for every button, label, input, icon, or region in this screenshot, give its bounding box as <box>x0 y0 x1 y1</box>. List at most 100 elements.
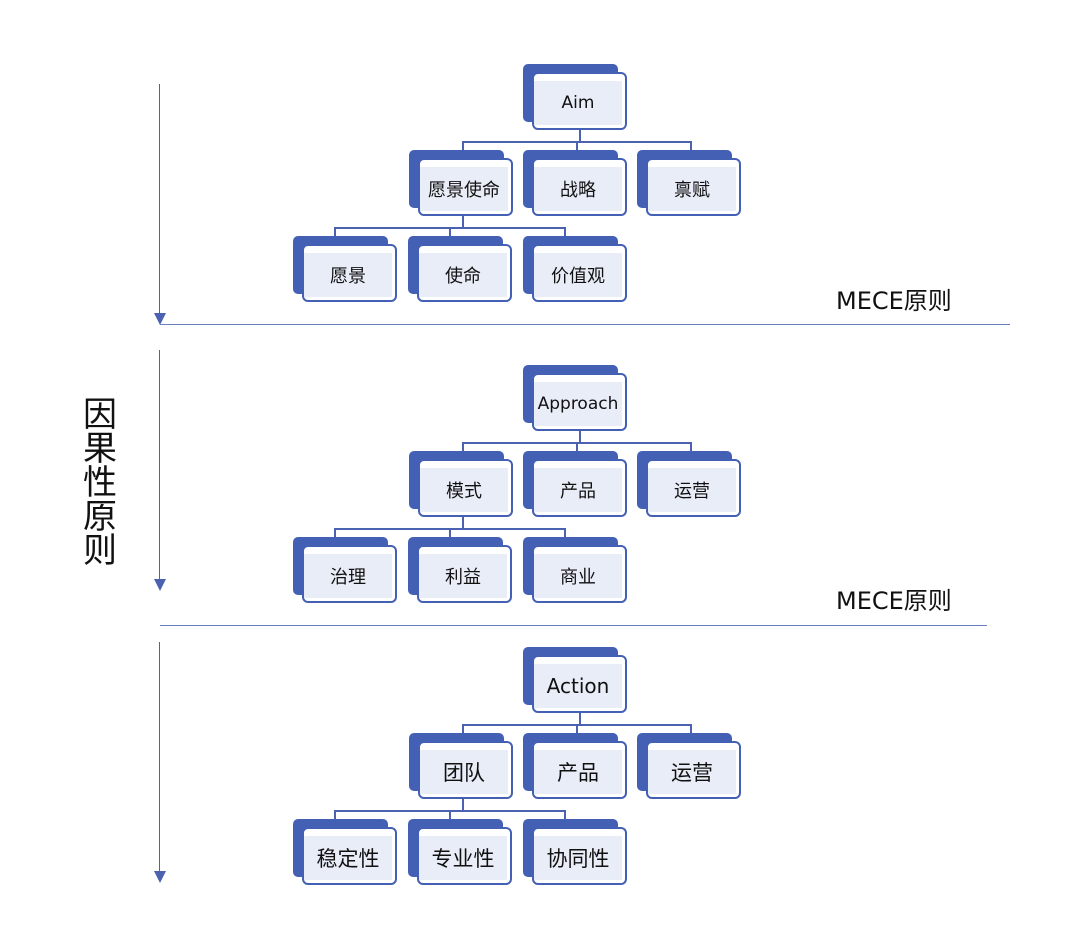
section-3-level3-node-3-fill <box>534 836 622 880</box>
section-3-level3-node-3-box: 协同性 <box>532 827 627 885</box>
section-2-level2-node-1-label: 模式 <box>446 481 482 502</box>
section-1-level2-node-1-fill <box>420 167 508 211</box>
section-1-level3-node-1: 愿景 <box>293 236 398 304</box>
section-2-level2-node-1-fill <box>420 468 508 512</box>
section-2-level2-drop-1 <box>461 442 464 451</box>
section-2-level3-drop-1 <box>333 528 336 537</box>
section-3-level3-node-1-fill <box>304 836 392 880</box>
section-2-level2-node-2-fill <box>534 468 622 512</box>
section-2-level3-node-1-label: 治理 <box>330 567 366 588</box>
separator-2 <box>160 625 987 626</box>
section-2-root-node: Approach <box>523 365 628 433</box>
side-title: 因 果 性 原 则 <box>78 398 122 568</box>
section-2-level3-drop-3 <box>563 528 566 537</box>
section-3-level3-node-2-box: 专业性 <box>417 827 512 885</box>
section-2-level2-drop-2 <box>575 442 578 451</box>
section-2-level3-node-3: 商业 <box>523 537 628 605</box>
section-1-level2-stem <box>461 216 464 228</box>
section-2-root-node-box: Approach <box>532 373 627 431</box>
section-3-level3-node-2: 专业性 <box>408 819 513 887</box>
section-1-level2-drop-3 <box>689 141 692 150</box>
section-1-level3-drop-2 <box>448 227 451 236</box>
section-2-level2-node-3-label: 运营 <box>674 481 710 502</box>
section-2-level3-node-1-fill <box>304 554 392 598</box>
section-1-level2-node-3-fill <box>648 167 736 211</box>
section-2-arrow-head <box>154 579 166 591</box>
section-3-level2-node-2: 产品 <box>523 733 628 801</box>
section-1-level2-node-1-label: 愿景使命 <box>428 180 500 201</box>
section-2-level3-node-2-box: 利益 <box>417 545 512 603</box>
section-3-level2-node-3-fill <box>648 750 736 794</box>
side-title-char: 原 <box>83 497 117 537</box>
section-2-level3-node-3-label: 商业 <box>560 567 596 588</box>
section-3-arrow-line <box>159 642 160 874</box>
section-1-level2-node-2-label: 战略 <box>560 180 596 201</box>
side-title-char: 性 <box>83 463 117 503</box>
mece-label-2: MECE原则 <box>836 587 952 615</box>
section-1-level3-node-2-fill <box>419 253 507 297</box>
section-2-level3-drop-2 <box>448 528 451 537</box>
section-3-level2-node-3-label: 运营 <box>671 761 713 785</box>
section-1-level2-node-3: 禀赋 <box>637 150 742 218</box>
section-3-level2-node-2-box: 产品 <box>532 741 627 799</box>
side-title-char: 因 <box>83 395 117 435</box>
section-2-level2-stem <box>461 517 464 529</box>
section-1-level2-drop-1 <box>461 141 464 150</box>
section-2-level2-node-2-label: 产品 <box>560 481 596 502</box>
section-2-level3-node-3-box: 商业 <box>532 545 627 603</box>
section-3-level3-drop-1 <box>333 810 336 819</box>
section-1-arrow-head <box>154 313 166 325</box>
section-1-level3-node-1-label: 愿景 <box>330 266 366 287</box>
section-3-root-stem <box>578 713 581 725</box>
section-2-level3-node-1: 治理 <box>293 537 398 605</box>
section-3-level3-node-1-label: 稳定性 <box>316 847 380 871</box>
section-2-level2-drop-3 <box>689 442 692 451</box>
section-3-level2-node-2-fill <box>534 750 622 794</box>
section-2-level2-node-1-box: 模式 <box>418 459 513 517</box>
section-3-root-node: Action <box>523 647 628 715</box>
section-1-level3-node-3-fill <box>534 253 622 297</box>
section-1-level3-node-3: 价值观 <box>523 236 628 304</box>
section-2-level2-node-2-box: 产品 <box>532 459 627 517</box>
section-1-level3-drop-1 <box>333 227 336 236</box>
section-2-arrow-line <box>159 350 160 582</box>
section-2-level3-node-2-fill <box>419 554 507 598</box>
section-3-root-node-fill <box>534 664 622 708</box>
section-3-level2-drop-3 <box>689 724 692 733</box>
section-2-level2-node-3-box: 运营 <box>646 459 741 517</box>
section-3-level3-node-3-label: 协同性 <box>546 847 610 871</box>
section-3-level2-node-1-fill <box>420 750 508 794</box>
section-3-level2-node-1-box: 团队 <box>418 741 513 799</box>
section-1-level2-node-3-box: 禀赋 <box>646 158 741 216</box>
section-1-level2-node-2: 战略 <box>523 150 628 218</box>
section-2-level3-node-3-fill <box>534 554 622 598</box>
section-3-level2-stem <box>461 799 464 811</box>
section-2-level2-node-3: 运营 <box>637 451 742 519</box>
section-1-level2-node-1: 愿景使命 <box>409 150 514 218</box>
section-1-root-stem <box>578 130 581 142</box>
section-2-root-node-fill <box>534 382 622 426</box>
section-3-level2-node-2-label: 产品 <box>557 761 599 785</box>
section-2-root-stem <box>578 431 581 443</box>
section-2-level2-node-1: 模式 <box>409 451 514 519</box>
section-3-level2-node-3: 运营 <box>637 733 742 801</box>
section-3-level2-node-3-box: 运营 <box>646 741 741 799</box>
section-1-level2-node-2-fill <box>534 167 622 211</box>
section-2-level3-node-2-label: 利益 <box>445 567 481 588</box>
section-2-level3-node-1-box: 治理 <box>302 545 397 603</box>
section-3-level3-node-3: 协同性 <box>523 819 628 887</box>
section-3-level3-drop-2 <box>448 810 451 819</box>
section-2-level3-node-2: 利益 <box>408 537 513 605</box>
section-1-root-node-box: Aim <box>532 72 627 130</box>
section-3-level2-node-1: 团队 <box>409 733 514 801</box>
side-title-char: 果 <box>83 429 117 469</box>
section-1-level3-node-2: 使命 <box>408 236 513 304</box>
section-1-level3-node-2-box: 使命 <box>417 244 512 302</box>
section-2-level2-node-2: 产品 <box>523 451 628 519</box>
section-2-root-node-label: Approach <box>537 394 619 414</box>
section-3-level3-node-1: 稳定性 <box>293 819 398 887</box>
section-1-level3-node-3-box: 价值观 <box>532 244 627 302</box>
section-3-level3-node-2-fill <box>419 836 507 880</box>
side-title-char: 则 <box>83 531 117 571</box>
